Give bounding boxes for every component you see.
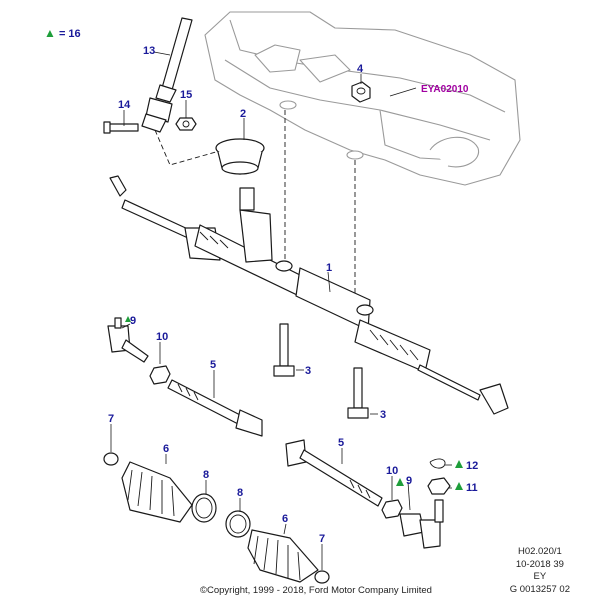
inner-tie-rod-left: [167, 379, 263, 437]
triangle-marker-icon: [125, 316, 131, 322]
boot-clamp-small-right: [314, 570, 330, 584]
tie-rod-end-left: [107, 317, 149, 363]
legend-text: = 16: [58, 28, 81, 40]
split-pin: [429, 458, 446, 469]
callout-label: 15: [180, 89, 192, 101]
callout-label: 8: [237, 487, 243, 499]
castle-nut: [427, 477, 451, 495]
code-line: 10-2018 39: [515, 558, 564, 570]
callout-label: 9: [130, 315, 136, 327]
callout-label: 6: [163, 443, 169, 455]
callout-label: 7: [319, 533, 325, 545]
callout-label: 3: [305, 365, 311, 377]
steering-rack: [109, 175, 509, 415]
inner-tie-rod-right: [285, 439, 383, 507]
lock-nut-right: [381, 499, 403, 519]
code-line: H02.020/1: [517, 546, 562, 557]
callout-label: 5: [210, 359, 216, 371]
legend: ▲ = 16: [44, 26, 81, 40]
tie-rod-end-right: [399, 499, 444, 549]
triangle-marker-icon: [396, 478, 404, 486]
leader-lines: [110, 51, 452, 570]
pinch-bolt: [103, 121, 139, 134]
callout-label: 4: [357, 63, 364, 75]
boot-clamp-small-left: [103, 452, 119, 466]
pinion-seal: [215, 138, 265, 175]
callout-label: 1: [326, 262, 332, 274]
callout-label: 5: [338, 437, 344, 449]
callout-label: 10: [386, 465, 398, 477]
mounting-bolt-lower: [347, 367, 369, 419]
rack-boot-right: [247, 529, 319, 583]
callout-label: 6: [282, 513, 288, 525]
mounting-bolt-upper: [273, 323, 295, 377]
callout-label: 3: [380, 409, 386, 421]
callout-label: 11: [466, 482, 478, 494]
pinch-nut: [175, 117, 197, 131]
callout-label: 8: [203, 469, 209, 481]
boot-clamp-large-right: [225, 510, 251, 538]
callout-labels: 13 14 15 2 4 1 9 10 5 3 3 7 6 8 8 6 7 5 …: [108, 45, 478, 545]
callout-label: 13: [143, 45, 155, 57]
callout-label: 2: [240, 108, 246, 120]
callout-label: 7: [108, 413, 114, 425]
boot-clamp-large-left: [191, 493, 217, 523]
reference-label: EYA02010: [421, 84, 469, 95]
triangle-marker-icon: [455, 482, 463, 490]
rack-boot-left: [121, 461, 193, 523]
callout-label: 9: [406, 475, 412, 487]
intermediate-shaft: [141, 17, 193, 133]
triangle-markers: [125, 316, 463, 490]
callout-label: 14: [118, 99, 131, 111]
code-line: G 0013257 02: [509, 583, 570, 595]
callout-label: 12: [466, 460, 478, 472]
code-line: EY: [533, 571, 547, 582]
lock-nut-left: [149, 365, 171, 385]
drawing-codes: H02.020/1 10-2018 39 EY G 0013257 02: [510, 546, 570, 596]
shaft-guide-line: [154, 129, 231, 166]
callout-label: 10: [156, 331, 168, 343]
copyright-notice: ©Copyright, 1999 - 2018, Ford Motor Comp…: [200, 585, 432, 596]
triangle-marker-icon: [455, 460, 463, 468]
mounting-nut: [351, 81, 371, 103]
triangle-marker-icon: ▲: [44, 26, 56, 40]
